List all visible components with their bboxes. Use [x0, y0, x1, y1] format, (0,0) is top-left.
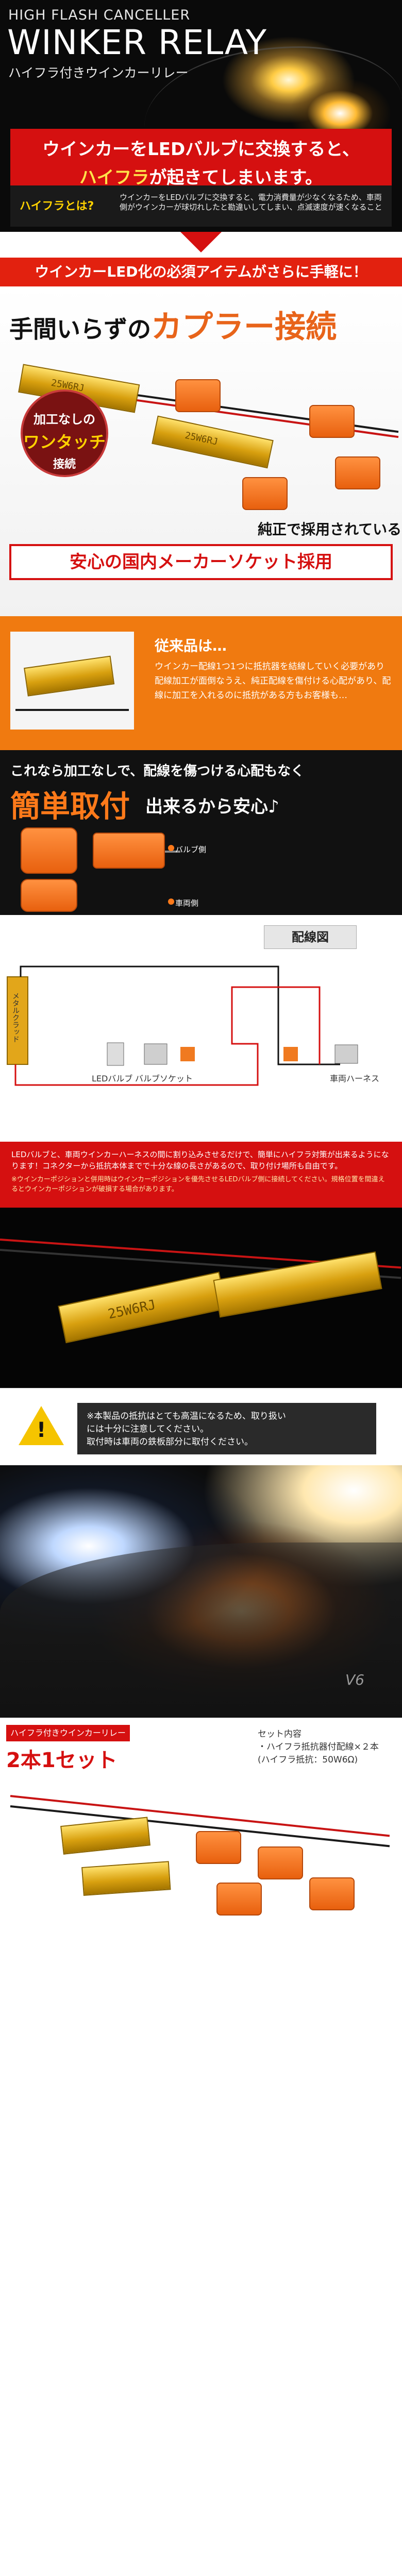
install-note-body: LEDバルブと、車両ウインカーハーネスの間に割り込みさせるだけで、簡単にハイフラ…	[11, 1150, 389, 1171]
coupler-connector	[242, 477, 288, 510]
resistor-label: 25W6RJ	[106, 1297, 157, 1323]
banner-line-2: ハイフラが起きてしまいます。	[10, 163, 392, 189]
badge-line-3: 接続	[53, 458, 76, 471]
bulb-side-marker	[168, 845, 174, 851]
warning-exclamation-icon: !	[37, 1418, 46, 1442]
caution-section: ! ※本製品の抵抗はとても高温になるため、取り扱い には十分に注意してください。…	[0, 1388, 402, 1465]
set-contents-heading: セット内容	[258, 1729, 301, 1739]
set-contents-list: セット内容 ・ハイフラ抵抗器付配線×２本 (ハイフラ抵抗：50W6Ω)	[258, 1728, 379, 1767]
coupler-connector	[309, 405, 355, 438]
wire	[165, 851, 180, 853]
led-bulb	[107, 1042, 124, 1066]
hyperflash-banner: ウインカーをLEDバルブに交換すると、 ハイフラが起きてしまいます。	[10, 129, 392, 188]
hero-subtitle-jp: ハイフラ付きウインカーリレー	[8, 65, 189, 80]
vehicle-harness	[334, 1044, 358, 1064]
banner-highlight: ハイフラ	[79, 167, 149, 188]
coupler-section: 手間いらずのカプラー接続 25W6RJ 25W6RJ 加工なしの ワンタッチ 接…	[0, 286, 402, 616]
down-arrow-icon	[180, 232, 222, 252]
faq-question: ハイフラとは?	[20, 200, 94, 213]
connector-a	[180, 1047, 195, 1061]
coupler-connector	[175, 379, 221, 412]
wire-black	[20, 965, 340, 1065]
caution-line-3: 取付時は車両の鉄板部分に取付ください。	[87, 1437, 253, 1447]
banner-line-1: ウインカーをLEDバルブに交換すると、	[42, 139, 360, 160]
coupler-connector	[196, 1831, 241, 1864]
resistor-unit	[60, 1817, 150, 1855]
banner-line-2-rest: が起きてしまいます。	[149, 167, 323, 188]
conventional-heading: 従来品は…	[155, 637, 227, 654]
coupler-heading-pre: 手間いらずの	[9, 315, 152, 343]
product-page: HIGH FLASH CANCELLER WINKER RELAY ハイフラ付き…	[0, 0, 402, 1931]
bulb-socket-label: バルブソケット	[135, 1074, 193, 1083]
caution-text: ※本製品の抵抗はとても高温になるため、取り扱い には十分に注意してください。 取…	[77, 1403, 376, 1454]
wire-red	[14, 986, 321, 1086]
warning-triangle-icon	[19, 1406, 64, 1445]
mating-connector	[93, 833, 165, 869]
hero-title: WINKER RELAY	[7, 23, 267, 62]
conventional-section: 従来品は… ウインカー配線1つ1つに抵抗器を結線していく必要があり配線加工が面倒…	[0, 616, 402, 750]
wiring-diagram-section: 配線図 メタルクラッド LEDバルブ バルブソケット 車両ハーネス	[0, 915, 402, 1142]
caution-line-1: ※本製品の抵抗はとても高温になるため、取り扱い	[87, 1411, 286, 1421]
metal-clad-resistor	[7, 976, 28, 1065]
hero-info-card: ウインカーをLEDバルブに交換すると、 ハイフラが起きてしまいます。 ハイフラと…	[10, 129, 392, 227]
bulb-side-connector	[21, 827, 77, 874]
metal-clad-label: メタルクラッド	[11, 992, 20, 1043]
connector-b	[283, 1047, 298, 1061]
conventional-product-photo	[10, 632, 134, 730]
badge-line-2: ワンタッチ	[23, 432, 106, 452]
faq-answer: ウインカーをLEDバルブに交換すると、電力消費量が少なくなるため、車両側がウイン…	[120, 193, 382, 212]
set-contents-item: ・ハイフラ抵抗器付配線×２本	[258, 1742, 379, 1752]
faq-box: ハイフラとは? ウインカーをLEDバルブに交換すると、電力消費量が少なくなるため…	[10, 185, 392, 227]
coupler-connector	[258, 1846, 303, 1879]
easy-headline: 簡単取付	[10, 789, 130, 824]
resistor-unit: 25W6RJ	[58, 1272, 227, 1344]
car-emblem: V6	[345, 1671, 364, 1688]
bulb-socket	[144, 1043, 167, 1065]
coupler-heading: 手間いらずのカプラー接続	[9, 302, 337, 347]
set-contents-section: ハイフラ付きウインカーリレー 2本1セット セット内容 ・ハイフラ抵抗器付配線×…	[0, 1718, 402, 1931]
set-product-pill: ハイフラ付きウインカーリレー	[6, 1725, 130, 1741]
conventional-body: ウインカー配線1つ1つに抵抗器を結線していく必要があり配線加工が面倒なうえ、純正…	[155, 662, 391, 701]
car-body	[0, 1543, 402, 1718]
oem-socket-caption: 純正で採用されている	[258, 521, 402, 538]
hero-section: HIGH FLASH CANCELLER WINKER RELAY ハイフラ付き…	[0, 0, 402, 232]
car-silhouette	[144, 46, 402, 180]
badge-line-1: 加工なしの	[34, 412, 95, 427]
resistor-label: 25W6RJ	[183, 430, 219, 448]
vehicle-side-label: 車両側	[175, 899, 199, 908]
vehicle-harness-label: 車両ハーネス	[330, 1074, 380, 1083]
led-bulb-label: LEDバルブ	[92, 1074, 133, 1083]
easy-headline-rest: 出来るから安心♪	[145, 796, 279, 817]
set-contents-spec: (ハイフラ抵抗：50W6Ω)	[258, 1755, 358, 1765]
coupler-connector	[335, 456, 380, 489]
coupler-connector	[216, 1883, 262, 1916]
set-count-headline: 2本1セット	[6, 1749, 118, 1772]
vehicle-side-connector	[21, 879, 77, 912]
resistor-unit	[81, 1861, 171, 1896]
caution-line-2: には十分に注意してください。	[87, 1424, 209, 1434]
vehicle-side-marker	[168, 899, 174, 905]
install-note: LEDバルブと、車両ウインカーハーネスの間に割り込みさせるだけで、簡単にハイフラ…	[0, 1142, 402, 1208]
install-note-warning: ※ウインカーポジションと併用時はウインカーポジションを優先させるLEDバルブ側に…	[11, 1176, 385, 1193]
domestic-socket-banner: 安心の国内メーカーソケット採用	[9, 544, 393, 580]
bulb-side-label: バルブ側	[175, 845, 207, 854]
product-photo: 25W6RJ	[0, 1208, 402, 1388]
coupler-heading-highlight: カプラー接続	[151, 309, 337, 345]
hero-subtitle-en: HIGH FLASH CANCELLER	[8, 7, 191, 23]
easy-install-section: これなら加工なしで、配線を傷つける心配もなく 簡単取付 出来るから安心♪ バルブ…	[0, 750, 402, 915]
car-photo: V6	[0, 1465, 402, 1718]
resistor-unit: 25W6RJ	[152, 415, 274, 469]
coupler-connector	[309, 1877, 355, 1910]
wiring-diagram	[7, 965, 358, 1086]
easy-line-1: これなら加工なしで、配線を傷つける心配もなく	[10, 764, 305, 779]
wire	[15, 709, 129, 711]
resistor-unit	[24, 655, 115, 697]
one-touch-badge: 加工なしの ワンタッチ 接続	[21, 389, 108, 477]
wiring-diagram-badge: 配線図	[264, 925, 357, 949]
tagline-bar: ウインカーLED化の必須アイテムがさらに手軽に！	[0, 258, 402, 286]
